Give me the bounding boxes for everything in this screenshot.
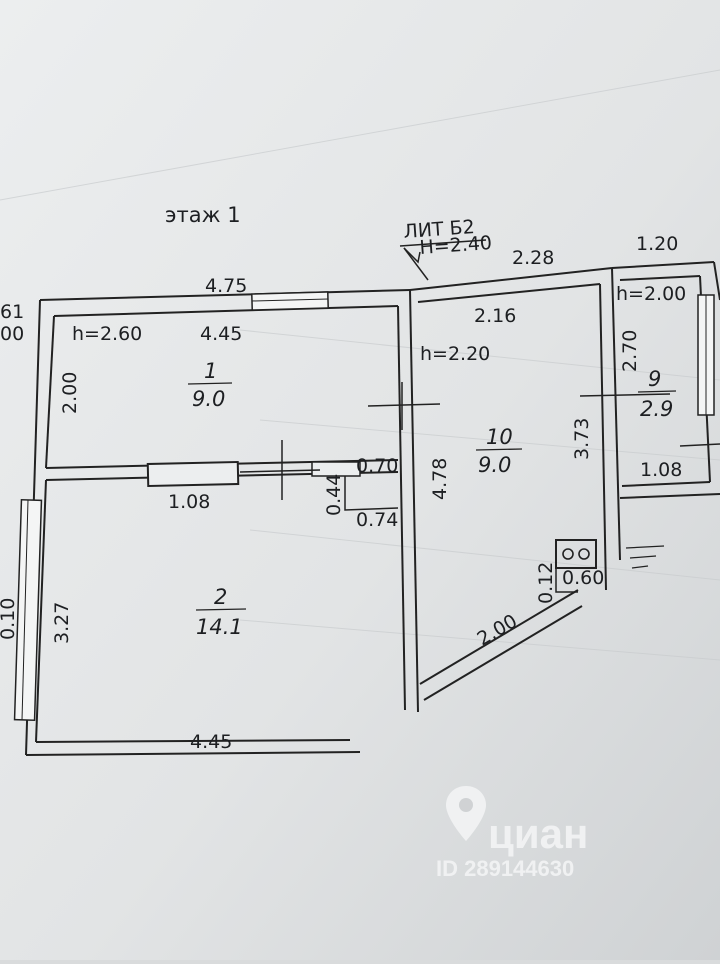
dim-chimney-width2: 0.74 <box>356 509 398 531</box>
watermark-id: ID 289144630 <box>436 856 574 881</box>
dim-room2-bottom: 4.45 <box>190 731 232 753</box>
room1-height: h=2.60 <box>72 323 142 345</box>
chimney-outline <box>344 476 399 511</box>
room10-number: 10 <box>486 425 513 449</box>
dim-room9-bottom: 1.08 <box>640 459 682 481</box>
room9-height: h=2.00 <box>616 283 686 305</box>
stove-symbol <box>555 539 597 593</box>
chimney-block <box>311 461 361 477</box>
dim-room2-left: 3.27 <box>51 602 73 644</box>
window-glazing <box>21 295 707 721</box>
dim-room10-top: 2.16 <box>474 305 516 327</box>
dim-chimney-width: 0.70 <box>356 455 398 477</box>
window-left <box>13 498 43 722</box>
building-leader <box>399 239 487 281</box>
floor-title: этаж 1 <box>165 203 241 227</box>
dim-outer-top-mid: 2.28 <box>512 247 554 269</box>
room2-number: 2 <box>214 585 227 609</box>
windows <box>13 291 715 722</box>
section-marks <box>239 382 720 500</box>
dim-stove-depth: 0.12 <box>535 562 557 604</box>
steps <box>625 545 665 569</box>
room9-number: 9 <box>648 367 661 391</box>
room1-number: 1 <box>204 359 217 383</box>
watermark-brand: циан <box>488 810 588 857</box>
edge-fragment-00: 00 <box>0 323 24 345</box>
room10-area: 9.0 <box>478 453 511 477</box>
room9-fraction-line <box>637 390 677 393</box>
dim-outer-top-right: 1.20 <box>636 233 678 255</box>
room2-area: 14.1 <box>196 615 243 639</box>
watermark: циан ID 289144630 <box>436 786 588 881</box>
dim-room10-right: 3.73 <box>571 418 593 460</box>
building-height: H=2.40 <box>419 232 493 259</box>
dim-door-width: 1.08 <box>168 491 210 513</box>
edge-fragment-61: 61 <box>0 301 24 323</box>
dim-chimney-depth: 0.44 <box>323 474 345 516</box>
room1-area: 9.0 <box>192 387 225 411</box>
room1-fraction-line <box>187 382 233 385</box>
edge-fragment-010: 0.10 <box>0 598 19 640</box>
dim-stove-width: 0.60 <box>562 567 604 589</box>
dim-room9-left: 2.70 <box>619 330 641 372</box>
dim-outer-top-left: 4.75 <box>205 275 247 297</box>
room10-fraction-line <box>475 448 523 451</box>
dim-room1-left: 2.00 <box>59 372 81 414</box>
dim-room1-top: 4.45 <box>200 323 242 345</box>
window-top <box>251 291 329 311</box>
room10-height: h=2.20 <box>420 343 490 365</box>
building-lit: ЛИТ Б2 <box>403 216 476 243</box>
location-pin-icon <box>446 786 486 841</box>
dim-room10-left: 4.78 <box>429 458 451 500</box>
room9-area: 2.9 <box>640 397 673 421</box>
sheet-ruling <box>0 69 720 661</box>
partition-door <box>146 460 240 488</box>
room2-fraction-line <box>195 608 247 611</box>
